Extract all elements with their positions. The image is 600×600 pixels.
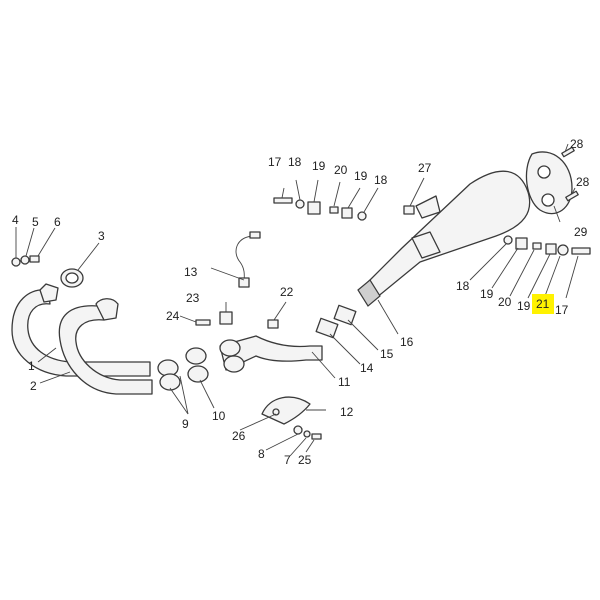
label-21: 21 <box>536 297 550 311</box>
gasket-3 <box>60 268 84 288</box>
nut-27 <box>403 205 415 215</box>
label-27: 27 <box>418 161 432 175</box>
label-24: 24 <box>166 309 180 323</box>
label-19b-right: 19 <box>517 299 531 313</box>
label-14: 14 <box>360 361 374 375</box>
washer-18-right <box>503 235 513 245</box>
label-3: 3 <box>98 229 105 243</box>
bolt-17-top <box>273 197 293 204</box>
washer-7 <box>303 430 311 438</box>
label-28b: 28 <box>576 175 590 189</box>
bolt-17-right <box>571 247 591 255</box>
label-4: 4 <box>12 213 19 227</box>
muffler-16 <box>357 170 531 307</box>
heat-shield-12 <box>261 396 311 425</box>
sleeve-15 <box>333 304 357 326</box>
clamp-10 <box>185 347 209 383</box>
label-5: 5 <box>32 215 39 229</box>
label-13: 13 <box>184 265 198 279</box>
washer-18b-top <box>357 211 367 221</box>
leader-lines <box>15 143 579 457</box>
label-18b-top: 18 <box>374 173 388 187</box>
label-2: 2 <box>30 379 37 393</box>
label-7: 7 <box>284 453 291 467</box>
label-10: 10 <box>212 409 226 423</box>
bushing-19-right <box>515 237 528 250</box>
screw-26 <box>272 408 280 416</box>
label-23: 23 <box>186 291 200 305</box>
screw-28a <box>561 146 575 158</box>
label-16: 16 <box>400 335 414 349</box>
spacer-20-top <box>329 206 339 214</box>
label-8: 8 <box>258 447 265 461</box>
label-20-top: 20 <box>334 163 348 177</box>
stud-6 <box>29 255 40 263</box>
label-17-right: 17 <box>555 303 569 317</box>
label-19-right: 19 <box>480 287 494 301</box>
washer-8 <box>293 425 303 435</box>
label-12: 12 <box>340 405 354 419</box>
screw-25 <box>311 433 322 440</box>
label-9: 9 <box>182 417 189 431</box>
label-19b-top: 19 <box>354 169 368 183</box>
nut-4 <box>11 257 21 267</box>
label-15: 15 <box>380 347 394 361</box>
end-cap-29 <box>525 151 573 215</box>
label-22: 22 <box>280 285 294 299</box>
header-pipe-1 <box>11 283 151 377</box>
header-pipe-2 <box>58 298 153 395</box>
label-18-top: 18 <box>288 155 302 169</box>
label-26: 26 <box>232 429 246 443</box>
label-19-top: 19 <box>312 159 326 173</box>
mid-pipe-11 <box>219 335 323 373</box>
label-11: 11 <box>338 375 351 389</box>
highlight-marker <box>532 294 554 314</box>
label-6: 6 <box>54 215 61 229</box>
nut-22 <box>267 319 279 329</box>
bushing-19-top <box>307 201 321 215</box>
label-28a: 28 <box>570 137 584 151</box>
clamp-rings-9 <box>157 359 181 391</box>
label-18-right: 18 <box>456 279 470 293</box>
sleeve-14 <box>315 317 339 339</box>
label-20-right: 20 <box>498 295 512 309</box>
label-17-top: 17 <box>268 155 282 169</box>
spacer-20-right <box>532 242 542 250</box>
label-25: 25 <box>298 453 312 467</box>
part-labels: 4 5 6 3 1 2 9 10 11 12 13 14 15 16 17 18… <box>12 137 590 467</box>
screw-28b <box>565 190 579 202</box>
bushing-23 <box>219 311 233 325</box>
bolt-24 <box>195 319 211 326</box>
label-1: 1 <box>28 359 35 373</box>
label-29: 29 <box>574 225 588 239</box>
washer-5 <box>20 255 30 265</box>
lambda-sensor-13 <box>235 231 261 288</box>
bushing-19b-top <box>341 207 353 219</box>
washer-18-top <box>295 199 305 209</box>
washer-21 <box>557 244 569 256</box>
bushing-19b-right <box>545 243 557 255</box>
